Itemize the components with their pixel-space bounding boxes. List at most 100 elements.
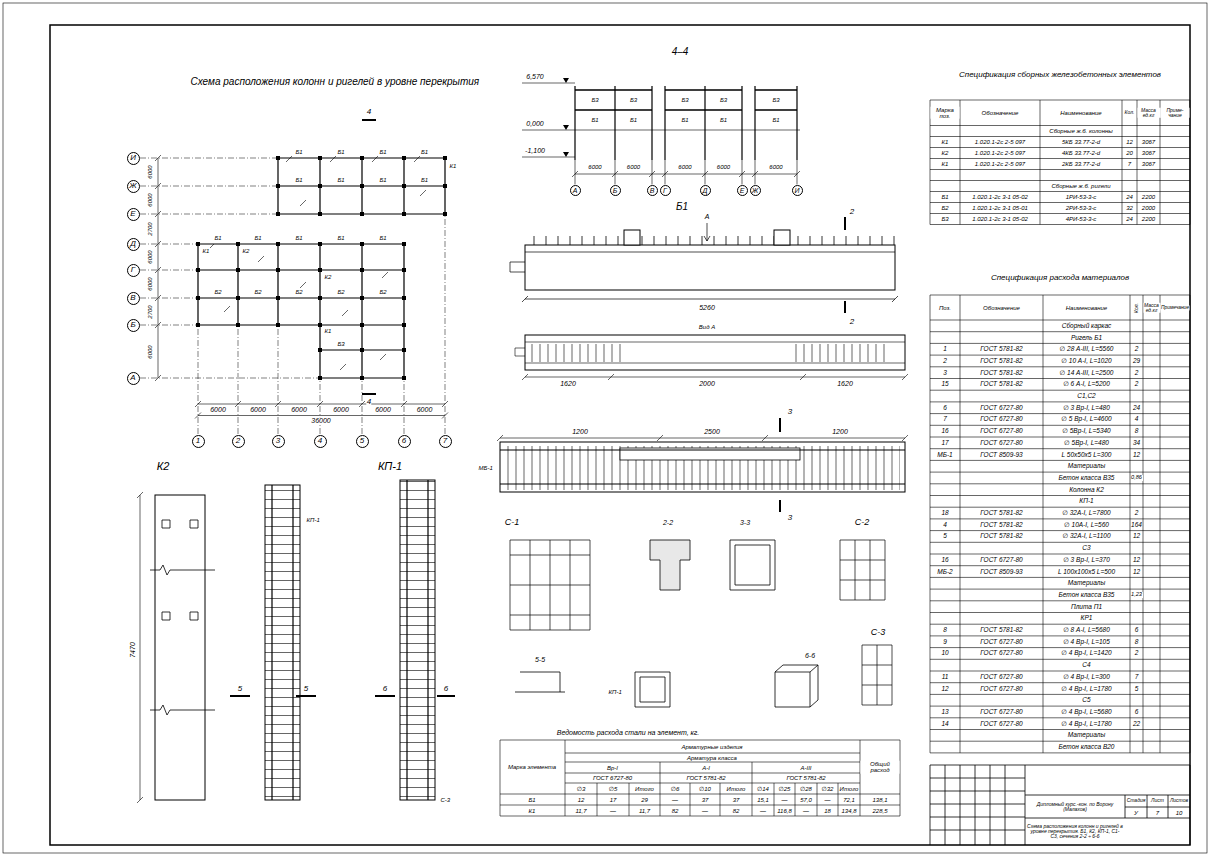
dimension: 6000 [147,165,153,179]
table-cell: 2 [1134,346,1139,353]
axis-letter: Е [130,210,135,218]
table-header: Кол. [1124,110,1135,115]
section-mark: 3 [787,408,792,416]
table-cell: ∅ 6 А-I, L=5200 [1063,381,1111,388]
axis-letter: В [650,187,655,194]
table-cell: 12 [1132,451,1140,458]
table-cell: 20 [1126,150,1134,156]
title-block-text: Лист [1151,798,1165,803]
table-cell: 12 [577,796,585,802]
callout-label: МБ-1 [478,465,493,471]
table-cell: 34 [1132,439,1140,446]
table-header: А-I [702,764,711,770]
table-cell: 72,1 [843,796,856,802]
table-cell: Б1 [941,194,949,200]
table-cell: 2 [1134,510,1139,517]
table-cell: 11,7 [638,807,650,813]
element-mark: Б1 [719,117,727,123]
table-grid [930,100,1190,225]
beam-plan-detail [515,342,908,380]
table-cell: — [824,796,831,802]
axis-circle: А [127,372,140,385]
beam-line [575,90,797,110]
table-header: ∅28 [800,785,813,791]
column-mark [196,158,447,378]
axis-letter: 7 [443,437,447,445]
element-mark: К2 [324,274,332,280]
title-block-text: 7 [1155,809,1159,815]
table-cell: 3 [943,369,948,376]
table-cell: 29 [1132,358,1140,365]
table-cell: 1 [943,346,948,353]
dimension: 36000 [311,417,331,424]
dimension: 2700 [147,304,153,318]
table-cell: — [702,807,709,813]
axis-letter: 1 [196,437,200,445]
mesh-c3 [862,645,892,705]
view-title: 3-3 [739,519,750,526]
section-mark: 5 [237,685,242,693]
table-cell: 32 [1126,205,1134,211]
table-header: А-III [800,764,812,770]
axis-letter: 5 [360,437,364,445]
axis-circle: Е [127,208,140,221]
element-mark: Б2 [254,289,262,295]
table-cell: 9 [943,638,948,645]
table-header: Наименование [1065,304,1107,310]
table-cell: 2 [1134,381,1139,388]
table-cell: — [781,796,788,802]
table-cell: ∅ 4 Вр-I, L=1780 [1061,720,1112,727]
table-cell: 82 [732,807,740,813]
view-title: С-2 [854,518,870,527]
table-cell: 3067 [1141,139,1155,145]
section-mark: 3 [787,514,792,522]
element-mark: Б1 [379,149,387,155]
table-header: Наименование [1060,109,1102,115]
view-title: С-1 [504,518,520,527]
table-cell: К1 [528,807,536,813]
axis-letter: И [794,187,799,194]
dimension: 6000 [250,406,267,413]
table-cell: ГОСТ 6727-80 [980,428,1024,435]
table-cell: ГОСТ 5781-82 [980,346,1024,353]
axis-circle: Б [610,185,621,196]
axis-letter: Г [131,266,135,274]
axis-circle: А [570,185,581,196]
section-mark: 4 [366,398,371,406]
table-cell: 228,5 [872,807,888,813]
table-cell: 138,1 [872,796,888,802]
axis-letter: 4 [318,437,322,445]
table-header: Приме-чание [1161,107,1190,118]
title-block-text: Дипломный курс.-кон. по Ворону (Малахов) [1027,801,1124,812]
axis-circle: И [792,185,803,196]
element-mark: Б3 [591,97,599,103]
table-cell: 2КБ 33.77-2-d [1061,161,1100,167]
axis-circle: В [127,292,140,305]
table-cell: ГОСТ 6727-80 [980,416,1024,423]
dimension: 5260 [699,304,716,311]
table-cell: ГОСТ 6727-80 [980,638,1024,645]
table-header: ∅32 [821,785,834,791]
axis-circle: И [127,152,140,165]
section-2-2 [650,540,690,590]
table-cell: 5 [943,533,948,540]
element-mark: Б2 [295,289,303,295]
view-title: С-3 [870,628,886,637]
cage-kp1 [400,480,435,800]
table-cell: 14 [941,720,949,727]
title-block [930,765,1190,845]
axis-letter: Ж [752,187,758,194]
dimension: 1200 [832,428,849,435]
table-cell: 1.020.1-2с 3-1 05-02 [972,216,1029,222]
axis-letter: И [130,154,136,162]
table-cell: 12 [1126,139,1134,145]
table-cell: 0,86 [1130,475,1142,481]
table-cell: ∅ 8 А-I, L=5680 [1063,627,1111,634]
table-cell: 17 [941,439,949,446]
dimension: 6000 [147,277,153,291]
table-cell: ГОСТ 8509-93 [980,568,1024,575]
table-header: ∅6 [670,785,680,791]
view-title: Б1 [675,202,688,213]
table-cell: 37 [732,796,740,802]
